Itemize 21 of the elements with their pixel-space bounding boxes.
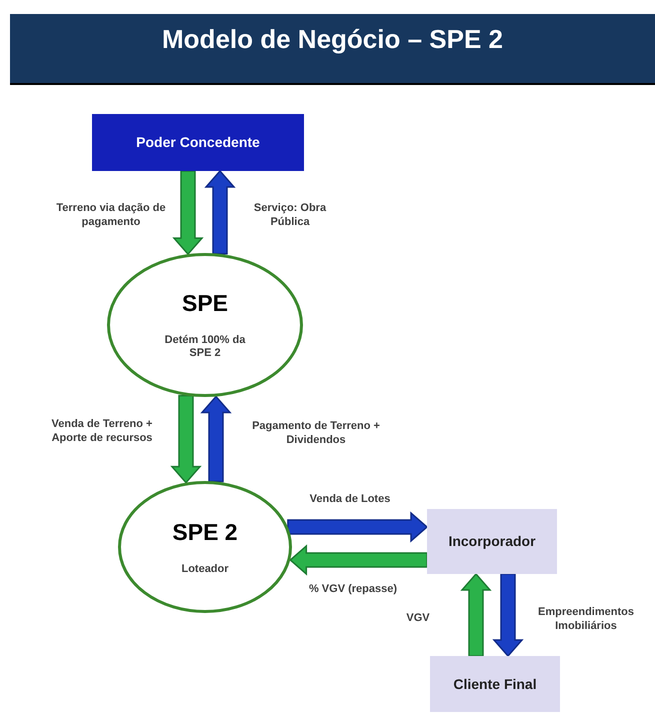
diagram-title: Modelo de Negócio – SPE 2	[162, 23, 503, 56]
node-title: Poder Concedente	[136, 133, 260, 152]
node-subtitle: Detém 100% da SPE 2	[164, 334, 246, 362]
block-arrow	[460, 572, 492, 657]
node-title: SPE 2	[172, 518, 238, 546]
block-arrow	[492, 573, 524, 658]
block-arrow	[204, 170, 236, 255]
node-title: SPE	[182, 288, 228, 318]
process-box	[430, 656, 560, 712]
block-arrow	[200, 395, 232, 482]
process-box	[427, 509, 557, 574]
block-arrow	[172, 170, 204, 256]
block-arrow	[170, 394, 202, 484]
ellipse-node	[107, 253, 303, 397]
node-subtitle: Loteador	[180, 562, 230, 576]
node-title: Incorporador	[448, 532, 536, 551]
node-title: Cliente Final	[453, 674, 537, 694]
block-arrow	[289, 544, 428, 576]
process-box	[92, 114, 304, 171]
block-arrow	[287, 511, 428, 543]
ellipse-node	[118, 481, 292, 613]
